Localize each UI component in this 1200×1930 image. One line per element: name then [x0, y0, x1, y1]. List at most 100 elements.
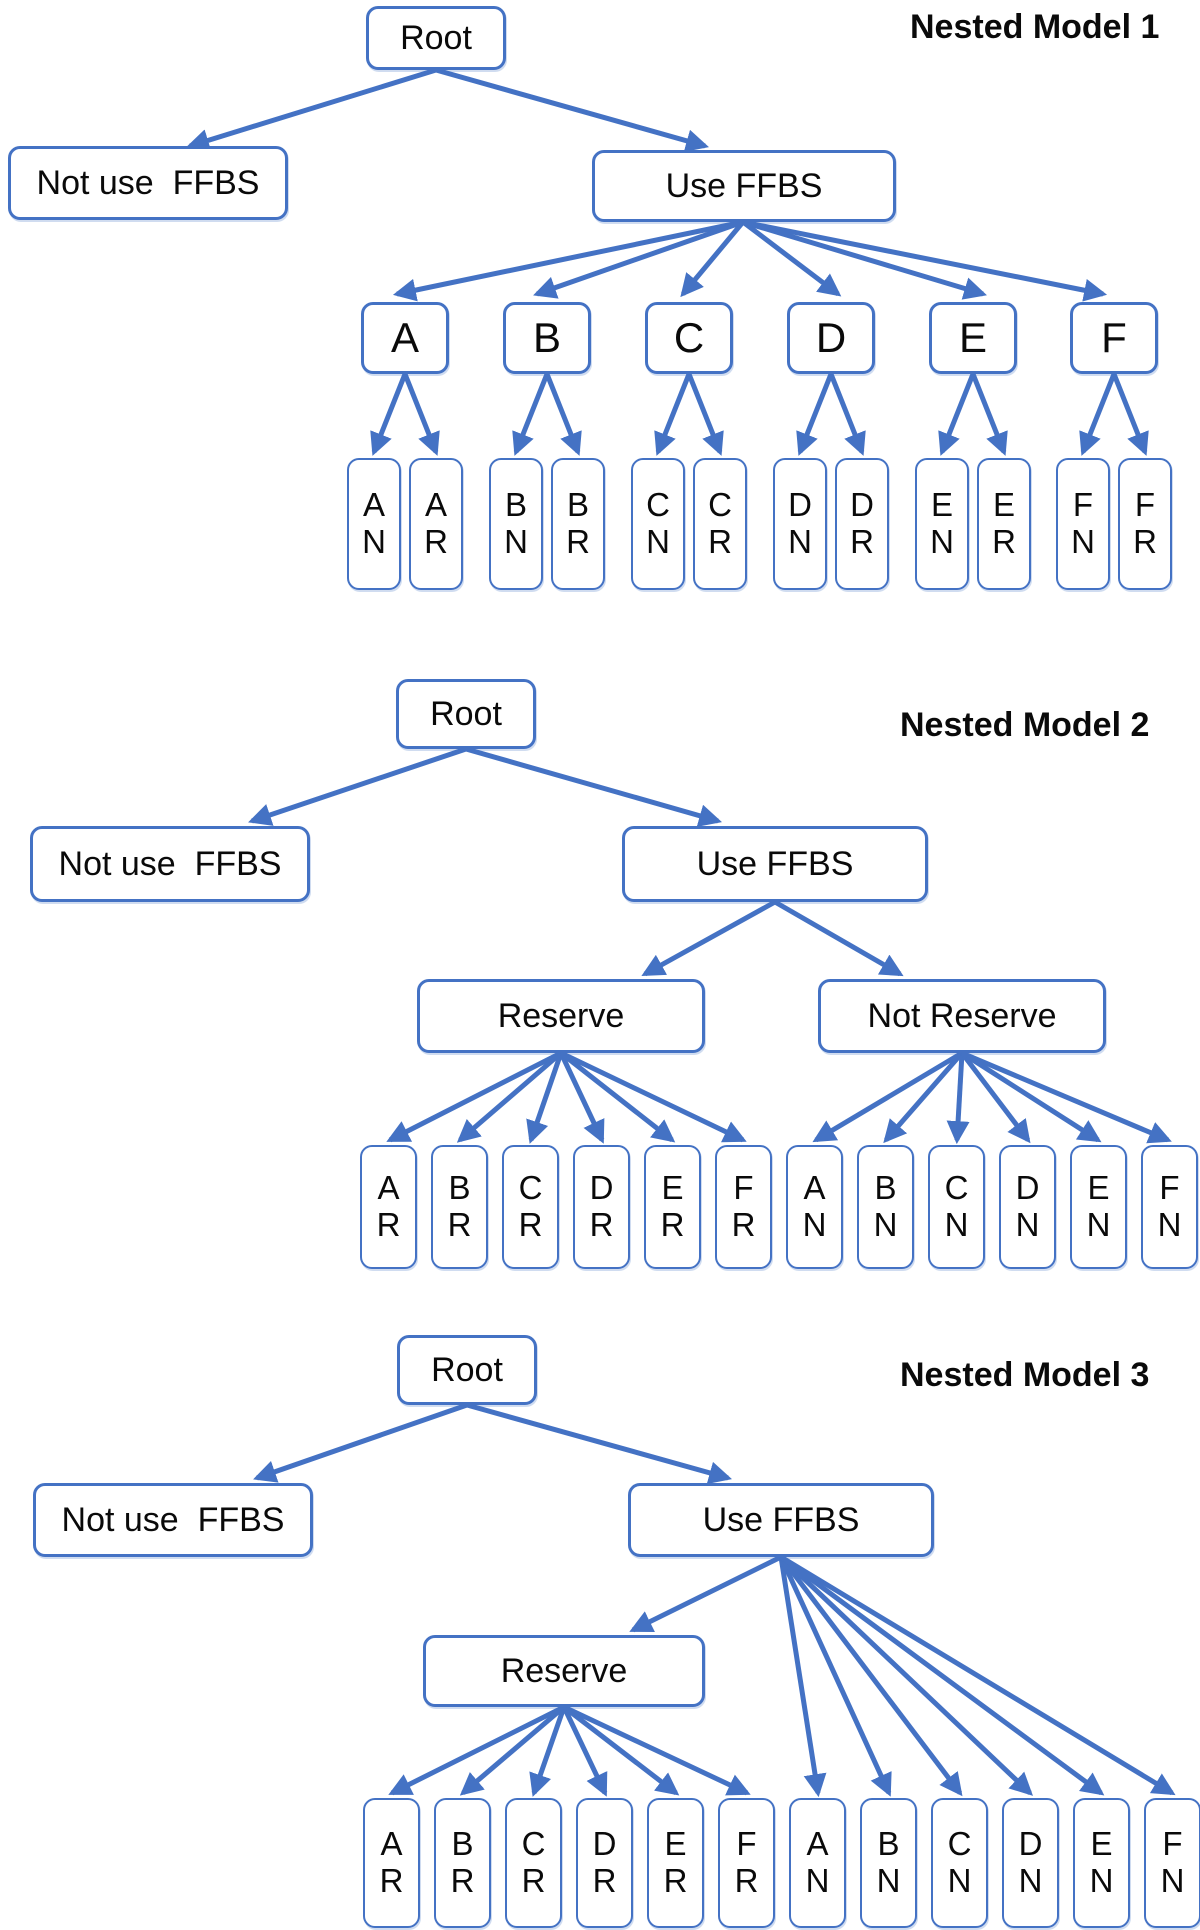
leaf-line: E: [930, 486, 953, 524]
model3-root-node: Root: [397, 1335, 537, 1405]
leaf-line: D: [788, 486, 812, 524]
leaf-line: R: [521, 1862, 546, 1899]
arrow: [778, 1555, 892, 1797]
arrow: [562, 1705, 680, 1796]
leaf-line: R: [663, 1862, 688, 1899]
model3-use-ffbs-node: Use FFBS: [628, 1483, 934, 1557]
arrow: [402, 373, 440, 456]
leaf-line: F: [733, 1169, 754, 1207]
model2-title: Nested Model 2: [900, 706, 1150, 744]
leaf-line: F: [1159, 1169, 1180, 1207]
leaf-line: C: [521, 1825, 546, 1863]
arrow: [529, 1706, 567, 1797]
arrow: [742, 219, 1108, 302]
model1-not-use-ffbs-node: Not use FFBS: [8, 146, 288, 220]
leaf-line: R: [450, 1862, 475, 1899]
arrow: [779, 1554, 1105, 1796]
leaf-line: C: [708, 486, 732, 524]
leaf-line: N: [504, 523, 528, 560]
arrow: [392, 219, 744, 302]
arrow: [828, 373, 866, 456]
model2-root-node: Root: [396, 679, 536, 749]
model2-not-use-ffbs-node: Not use FFBS: [30, 826, 310, 902]
model2-reserve-node: Reserve: [417, 979, 705, 1053]
leaf-line: N: [788, 523, 812, 560]
leaf-line: N: [362, 523, 386, 560]
leaf-line: N: [805, 1862, 830, 1899]
model1-letter-c-node: C: [645, 302, 733, 374]
model2-use-ffbs-node: Use FFBS: [622, 826, 928, 902]
leaf-line: A: [803, 1169, 826, 1207]
leaf-line: R: [566, 523, 590, 560]
leaf-line: E: [661, 1169, 684, 1207]
leaf-line: N: [944, 1206, 969, 1243]
arrow: [742, 219, 987, 300]
arrow: [938, 373, 976, 456]
leaf-line: C: [646, 486, 670, 524]
arrow: [773, 899, 904, 977]
leaf-line: R: [734, 1862, 759, 1899]
model1-letter-f-node: F: [1070, 302, 1158, 374]
leaf-line: B: [504, 486, 527, 524]
leaf-line: D: [592, 1825, 617, 1863]
arrow: [435, 67, 709, 152]
arrow: [961, 1050, 1172, 1144]
arrow: [465, 746, 722, 827]
arrow: [778, 1556, 827, 1798]
arrow: [370, 373, 408, 456]
arrow: [459, 1705, 566, 1796]
leaf-line: A: [377, 1169, 400, 1207]
arrow: [386, 1050, 563, 1143]
arrow: [526, 1052, 564, 1144]
arrow: [960, 1051, 1031, 1144]
model1-title: Nested Model 1: [910, 8, 1160, 46]
leaf-line: F: [1162, 1825, 1183, 1863]
leaf-line: A: [380, 1825, 403, 1863]
leaf-line: R: [850, 523, 874, 560]
leaf-line: N: [1160, 1862, 1185, 1899]
leaf-line: R: [992, 523, 1016, 560]
arrow: [1079, 373, 1117, 456]
leaf-line: A: [424, 486, 447, 524]
leaf-line: R: [379, 1862, 404, 1899]
leaf-line: E: [1090, 1825, 1113, 1863]
leaf-line: R: [708, 523, 732, 560]
leaf-line: N: [1089, 1862, 1114, 1899]
arrow: [559, 1050, 747, 1143]
leaf-line: B: [566, 486, 589, 524]
leaf-line: B: [448, 1169, 471, 1207]
arrow: [253, 1402, 468, 1483]
arrow: [796, 373, 834, 456]
leaf-line: A: [806, 1825, 829, 1863]
arrow: [456, 1051, 563, 1143]
arrow: [562, 1704, 751, 1796]
leaf-line: C: [947, 1825, 972, 1863]
arrow: [561, 1705, 608, 1797]
arrow: [654, 373, 692, 456]
leaf-line: N: [1086, 1206, 1111, 1243]
arrow: [883, 1051, 964, 1144]
leaf-line: D: [850, 486, 874, 524]
leaf-line: C: [518, 1169, 543, 1207]
leaf-line: D: [1018, 1825, 1043, 1863]
arrow: [812, 1050, 964, 1143]
leaf-line: R: [447, 1206, 472, 1243]
